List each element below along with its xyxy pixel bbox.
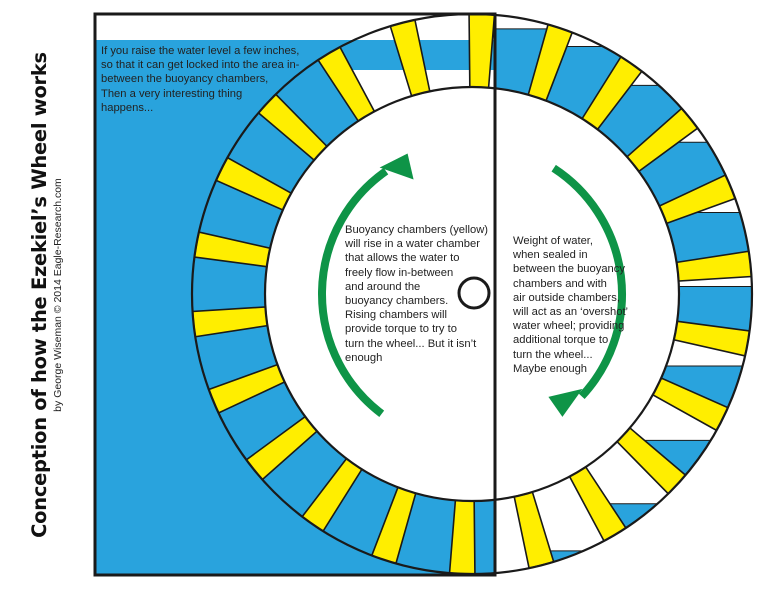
water-level-note: If you raise the water level a few inche…: [101, 45, 300, 114]
rise-arrow: [318, 167, 389, 417]
axle-hub-icon: [457, 276, 491, 310]
arrowhead-down-icon: [548, 388, 583, 417]
fall-arrow: [551, 164, 626, 400]
title-block: Conception of how the Ezekiel’s Wheel wo…: [28, 15, 64, 575]
arrowhead-up-icon: [379, 153, 414, 180]
overshot-note: Weight of water, when sealed in between …: [513, 235, 629, 375]
wheel-left-half-submerged: [95, 14, 495, 575]
tank-frame: [93, 12, 497, 577]
diagram-title: Conception of how the Ezekiel’s Wheel wo…: [28, 52, 51, 538]
author-credit: by George Wiseman © 2014 Eagle-Research.…: [52, 178, 64, 412]
rotation-arrows: [318, 153, 626, 417]
wheel-right-half-overshot: [495, 14, 753, 573]
buoyancy-note: Buoyancy chambers (yellow) will rise in …: [345, 224, 489, 364]
